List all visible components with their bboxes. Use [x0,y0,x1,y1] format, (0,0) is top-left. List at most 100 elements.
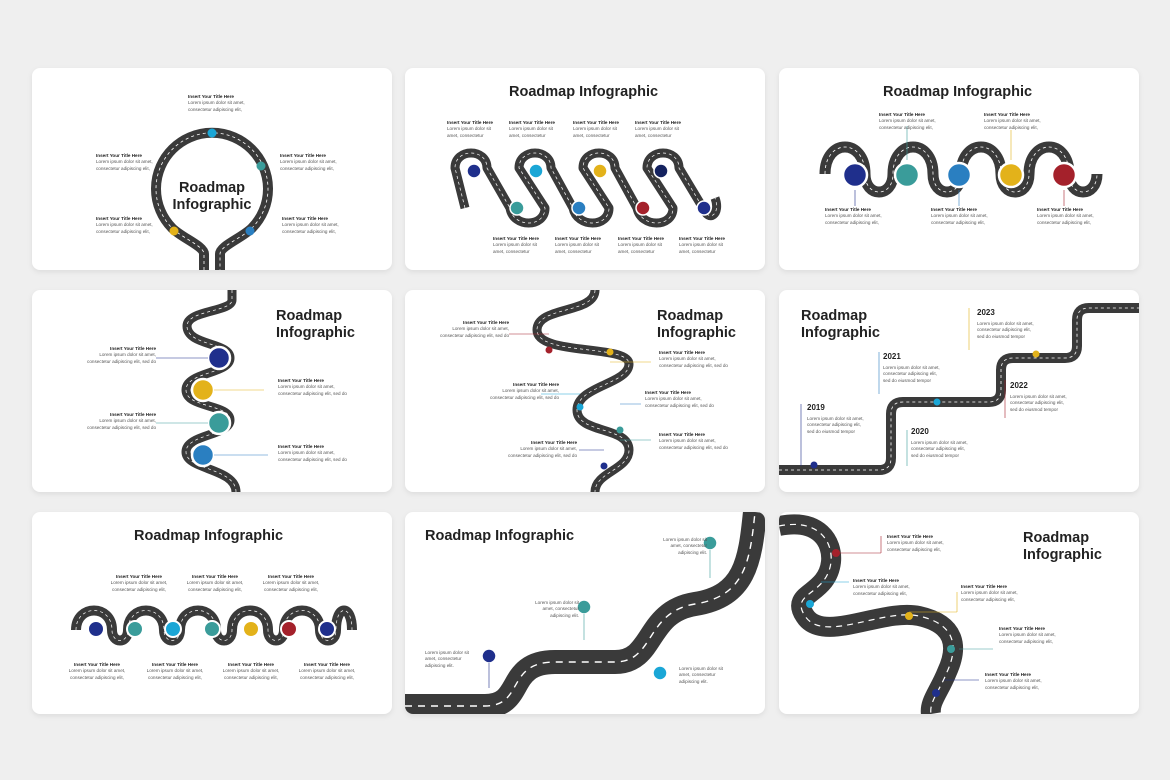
node-chart [841,161,869,189]
zigzag-road [450,148,721,228]
node-1 [466,163,482,179]
slide-1-circular-roadmap[interactable]: Roadmap Infographic Insert Your Title He… [32,68,392,270]
node-people [893,161,921,189]
vertical-winding-road [156,290,268,492]
year-2022: 2022 [1010,381,1028,390]
slide-4-vertical-winding-roadmap[interactable]: Roadmap Infographic Insert Your Title He… [32,290,392,492]
node-3 [592,163,608,179]
node-4 [653,163,669,179]
node-2 [190,377,216,403]
slide-9-s-road-roadmap[interactable]: Roadmap Infographic Insert Your Title He… [779,512,1139,714]
node-3 [164,620,182,638]
pin-2 [606,348,614,356]
title-roadmap: Roadmap [178,180,246,196]
node-6 [280,620,298,638]
pin-4 [616,426,624,434]
node-3 [206,410,232,436]
year-2020: 2020 [911,427,929,436]
node-team [1050,161,1078,189]
node-7 [635,200,651,216]
slide-1-title: Roadmap Infographic [170,180,254,214]
slide-5-title: Roadmap Infographic [657,308,736,341]
node-4 [190,442,216,468]
slide-3-title: Roadmap Infographic [883,84,1033,100]
wave-road [819,126,1103,206]
circular-road [151,127,273,270]
title-infographic: Infographic [172,197,252,213]
pin-5 [600,462,608,470]
caption-2019: Lorem ipsum dolor sit amet,consectetur a… [807,416,864,434]
marker-right-low [245,226,255,236]
diagonal-highway-road [405,512,765,714]
slide-2-title: Roadmap Infographic [509,84,659,100]
pin-gold [905,612,913,620]
node-8 [696,200,712,216]
year-2023: 2023 [977,308,995,317]
year-2019: 2019 [807,403,825,412]
slide-4-title: Roadmap Infographic [276,308,355,341]
pin-teal [576,599,592,615]
caption-2022: Lorem ipsum dolor sit amet,consectetur a… [1010,394,1067,412]
node-5 [242,620,260,638]
pin-teal [806,600,814,608]
marker-top [207,128,217,138]
pin-cyan [652,665,668,681]
pin-navy [932,689,940,697]
pin-navy [481,648,497,664]
pin-2023 [1032,350,1040,358]
wave-seven-road [71,605,357,646]
caption-2020: Lorem ipsum dolor sit amet,consectetur a… [911,440,968,458]
slide-6-staircase-years-roadmap[interactable]: Roadmap Infographic 2019 Lorem ipsum dol… [779,290,1139,492]
slide-7-wave-seven-roadmap[interactable]: Roadmap Infographic Insert Your Title He… [32,512,392,714]
node-puzzle [945,161,973,189]
pin-green [947,645,955,653]
marker-left-low [169,226,179,236]
slide-2-zigzag-roadmap[interactable]: Roadmap Infographic Insert Your Title He… [405,68,765,270]
node-4 [203,620,221,638]
pin-1 [545,346,553,354]
year-2021: 2021 [883,352,901,361]
slide-6-title: Roadmap Infographic [801,308,880,341]
pin-2019 [810,461,818,469]
slide-8-diagonal-highway-roadmap[interactable]: Roadmap Infographic Lorem ipsum dolor si… [405,512,765,714]
marker-right [256,161,266,171]
node-5 [509,200,525,216]
slide-3-wave-roadmap[interactable]: Roadmap Infographic Insert Your Title He… [779,68,1139,270]
s-road [779,514,993,714]
caption-2021: Lorem ipsum dolor sit amet,consectetur a… [883,365,940,383]
node-7 [318,620,336,638]
slide-5-s-curve-roadmap[interactable]: Roadmap Infographic Insert Your Title He… [405,290,765,492]
